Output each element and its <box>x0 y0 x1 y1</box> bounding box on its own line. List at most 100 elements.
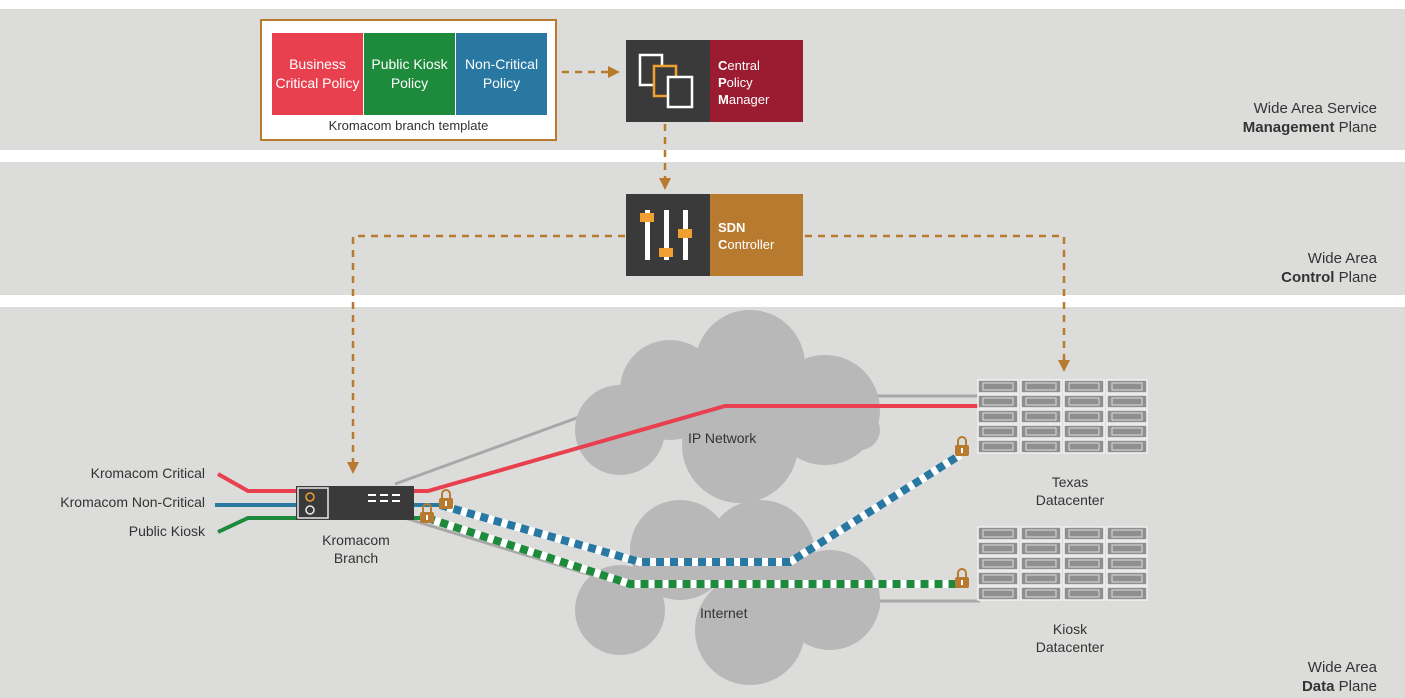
texas-datacenter-icon <box>977 379 1148 454</box>
rack-unit-face <box>1025 589 1057 598</box>
rack-unit <box>1106 586 1148 601</box>
business-critical-policy-label: Business Critical Policy <box>275 56 360 91</box>
rack-unit <box>1020 571 1062 586</box>
rack-unit-face <box>1068 442 1100 451</box>
rack-unit <box>1063 541 1105 556</box>
non-critical-policy-label: Non-Critical Policy <box>464 56 539 91</box>
rack-unit <box>1020 379 1062 394</box>
template-label: Kromacom branch template <box>328 118 489 133</box>
public-kiosk-policy-label: Public Kiosk Policy <box>371 56 448 91</box>
rack-unit-face <box>1068 529 1100 538</box>
rack-unit-face <box>1068 397 1100 406</box>
rack-unit <box>1020 409 1062 424</box>
rack-unit-face <box>1025 559 1057 568</box>
internet-label: Internet <box>700 605 748 621</box>
rack-unit-face <box>1111 412 1143 421</box>
rack-unit <box>977 394 1019 409</box>
rack-unit <box>1106 571 1148 586</box>
rack-unit-face <box>1111 442 1143 451</box>
policy-manager-label: Central Policy Manager <box>718 58 770 107</box>
rack-unit <box>1020 439 1062 454</box>
rack-unit-face <box>1025 442 1057 451</box>
business-critical-policy-card[interactable]: Business Critical Policy <box>272 33 363 115</box>
rack-unit <box>977 571 1019 586</box>
kiosk-tunnel <box>425 514 960 588</box>
lock-icon <box>955 436 969 456</box>
critical-path <box>217 404 980 493</box>
rack-unit <box>1106 379 1148 394</box>
rack-unit-face <box>1025 574 1057 583</box>
texas-datacenter-label: Texas Datacenter <box>1035 474 1105 508</box>
rack-unit <box>1063 439 1105 454</box>
rack-unit-face <box>1111 589 1143 598</box>
rack-unit-face <box>982 574 1014 583</box>
rack-unit <box>1063 586 1105 601</box>
rack-unit-face <box>1068 589 1100 598</box>
rack-unit-face <box>982 589 1014 598</box>
rack-unit-face <box>982 412 1014 421</box>
ip-network-cloud <box>575 310 880 503</box>
rack-unit <box>1106 556 1148 571</box>
rack-unit <box>977 526 1019 541</box>
rack-unit-face <box>1111 574 1143 583</box>
rack-unit-face <box>982 544 1014 553</box>
rack-unit-face <box>1111 382 1143 391</box>
rack-unit <box>977 379 1019 394</box>
rack-unit-face <box>1068 382 1100 391</box>
ip-network-label: IP Network <box>688 430 757 446</box>
sdn-controller-label: SDN Controller <box>718 220 775 252</box>
public-kiosk-policy-card[interactable]: Public Kiosk Policy <box>364 33 455 115</box>
rack-unit <box>1106 541 1148 556</box>
rack-unit <box>977 424 1019 439</box>
rack-unit <box>977 586 1019 601</box>
rack-unit <box>1020 526 1062 541</box>
rack-unit-face <box>982 529 1014 538</box>
rack-unit <box>1063 394 1105 409</box>
arrowheads <box>347 66 1070 474</box>
rack-unit <box>1063 571 1105 586</box>
rack-unit <box>1106 394 1148 409</box>
rack-unit <box>1063 526 1105 541</box>
rack-unit-face <box>1068 559 1100 568</box>
rack-unit-face <box>1025 382 1057 391</box>
rack-unit-face <box>1068 412 1100 421</box>
rack-unit <box>1020 394 1062 409</box>
noncritical-tunnel <box>438 451 963 566</box>
control-arrows <box>351 70 1066 462</box>
rack-unit <box>1063 379 1105 394</box>
rack-unit-face <box>1111 397 1143 406</box>
branch-label: Kromacom Branch <box>322 532 390 566</box>
rack-unit-face <box>982 427 1014 436</box>
rack-unit <box>977 541 1019 556</box>
rack-unit-face <box>1111 529 1143 538</box>
rack-unit <box>1020 556 1062 571</box>
rack-unit <box>1063 409 1105 424</box>
rack-unit-face <box>1025 544 1057 553</box>
rack-unit <box>1106 424 1148 439</box>
management-plane-label: Wide Area Service Management Plane <box>1242 100 1377 136</box>
lock-icon <box>439 489 453 509</box>
rack-unit-face <box>1068 544 1100 553</box>
rack-unit-face <box>1025 427 1057 436</box>
rack-unit <box>1106 526 1148 541</box>
control-plane-label: Wide Area Control Plane <box>1281 250 1377 286</box>
rack-unit-face <box>1111 559 1143 568</box>
rack-unit-face <box>1068 427 1100 436</box>
data-plane-label: Wide Area Data Plane <box>1301 659 1377 695</box>
rack-unit <box>1020 424 1062 439</box>
rack-unit <box>977 556 1019 571</box>
non-critical-policy-card[interactable]: Non-Critical Policy <box>456 33 547 115</box>
rack-unit-face <box>982 397 1014 406</box>
rack-unit-face <box>1068 574 1100 583</box>
rack-unit <box>1020 586 1062 601</box>
rack-unit-face <box>982 382 1014 391</box>
sdn-controller-icon <box>626 194 803 276</box>
rack-unit <box>1106 409 1148 424</box>
kiosk-datacenter-label: Kiosk Datacenter <box>1035 621 1105 655</box>
lock-icon <box>420 503 434 523</box>
input-label-noncritical: Kromacom Non-Critical <box>60 494 205 510</box>
lock-icon <box>955 568 969 588</box>
input-label-kiosk: Public Kiosk <box>128 523 205 539</box>
rack-unit <box>1063 556 1105 571</box>
